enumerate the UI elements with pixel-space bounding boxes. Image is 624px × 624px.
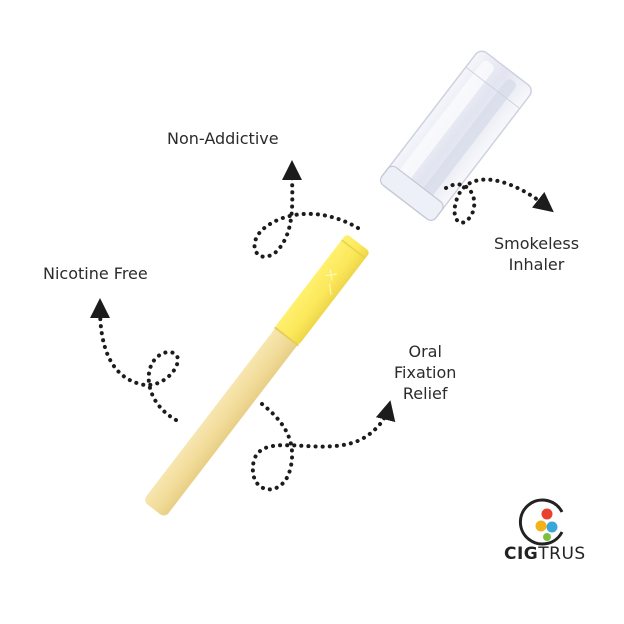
label-non-addictive-text: Non-Addictive bbox=[167, 129, 279, 148]
label-smokeless-line-1: Smokeless bbox=[494, 234, 580, 253]
label-oral-line-2: Fixation bbox=[394, 363, 457, 382]
label-nicotine-free-text: Nicotine Free bbox=[43, 264, 148, 283]
brand-name-bold: CIG bbox=[504, 544, 539, 564]
arrow-non-addictive bbox=[252, 160, 360, 259]
label-non-addictive: Non-Addictive bbox=[167, 128, 279, 149]
label-oral-fixation-relief: Oral Fixation Relief bbox=[394, 341, 456, 404]
label-smokeless-line-2: Inhaler bbox=[508, 255, 565, 274]
label-nicotine-free: Nicotine Free bbox=[43, 263, 148, 284]
inhaler-stick bbox=[145, 235, 369, 516]
label-oral-line-1: Oral bbox=[408, 342, 442, 361]
brand-wordmark: CIGTRUS bbox=[504, 544, 586, 564]
arrow-smokeless bbox=[444, 177, 554, 225]
arrow-nicotine-free bbox=[90, 298, 180, 422]
inhaler-cap bbox=[379, 50, 532, 221]
label-smokeless-inhaler: Smokeless Inhaler bbox=[494, 233, 579, 275]
dotted-arrows bbox=[90, 160, 554, 492]
arrow-oral-fixation bbox=[250, 400, 396, 492]
inhaler-tip bbox=[276, 235, 369, 344]
label-oral-line-3: Relief bbox=[402, 384, 448, 403]
brand-name-light: TRUS bbox=[538, 544, 586, 564]
brand-logo-mark bbox=[518, 498, 564, 546]
